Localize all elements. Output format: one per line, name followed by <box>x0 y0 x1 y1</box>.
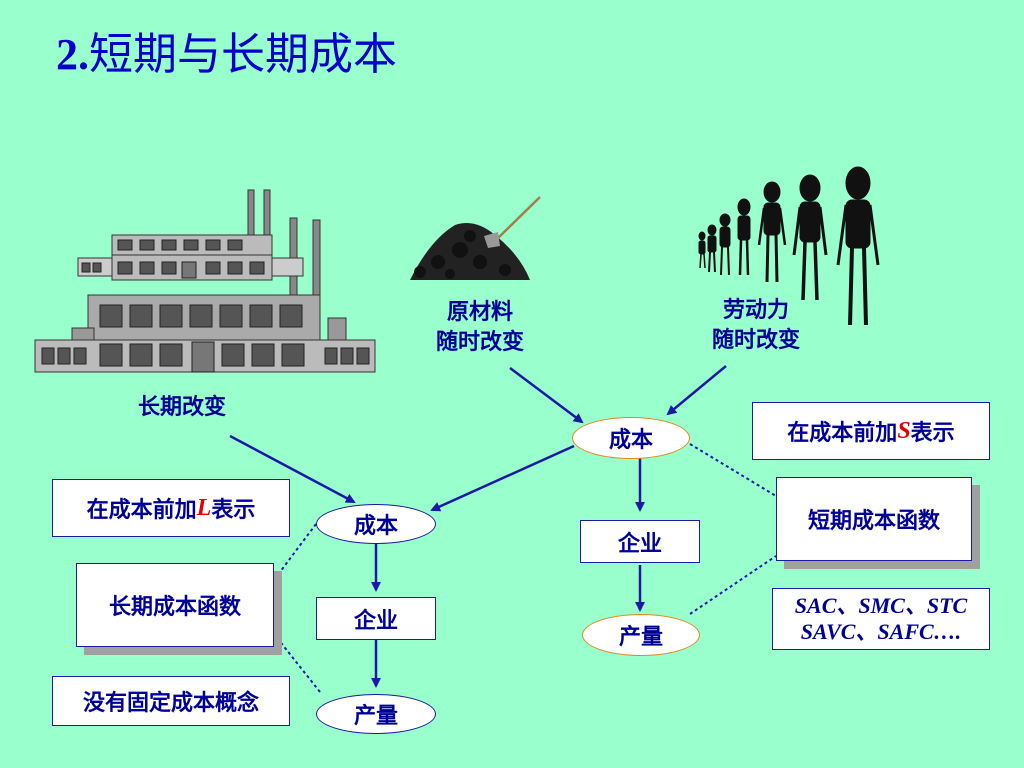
dotted-long-output-to-function <box>273 633 321 693</box>
long-run-cost-node: 成本 <box>316 504 436 544</box>
short-run-functions-list: SAC、SMC、STC SAVC、SAFC…. <box>772 588 990 650</box>
short-run-prefix-letter: S <box>897 417 911 444</box>
arrow-factory-to-long-cost <box>229 434 356 504</box>
raw-material-pile-icon <box>410 196 541 280</box>
dotted-short-cost-to-function <box>689 443 777 497</box>
factory-icon <box>34 189 376 373</box>
raw-material-label: 原材料 随时改变 <box>435 300 524 355</box>
dotted-short-output-to-function <box>689 555 777 615</box>
arrow-labor-to-short-cost <box>666 365 727 416</box>
long-run-prefix-letter: L <box>196 494 212 521</box>
short-run-function-box: 短期成本函数 <box>776 477 972 561</box>
arrow-raw-to-short-cost <box>509 367 584 424</box>
page-title: 2.短期与长期成本 <box>56 29 397 80</box>
arrow-short-cost-to-long-cost <box>430 444 575 512</box>
labor-label: 劳动力 随时改变 <box>711 298 800 353</box>
short-run-firm-node: 企业 <box>580 520 700 563</box>
labor-figures-icon <box>698 166 880 326</box>
long-run-output-node: 产量 <box>316 694 436 734</box>
long-term-change-label: 长期改变 <box>138 395 227 420</box>
long-run-function-box: 长期成本函数 <box>76 563 274 647</box>
long-run-firm-node: 企业 <box>316 597 436 640</box>
short-run-cost-node: 成本 <box>572 417 690 459</box>
no-fixed-cost-note: 没有固定成本概念 <box>52 676 290 726</box>
short-run-output-node: 产量 <box>582 614 700 656</box>
